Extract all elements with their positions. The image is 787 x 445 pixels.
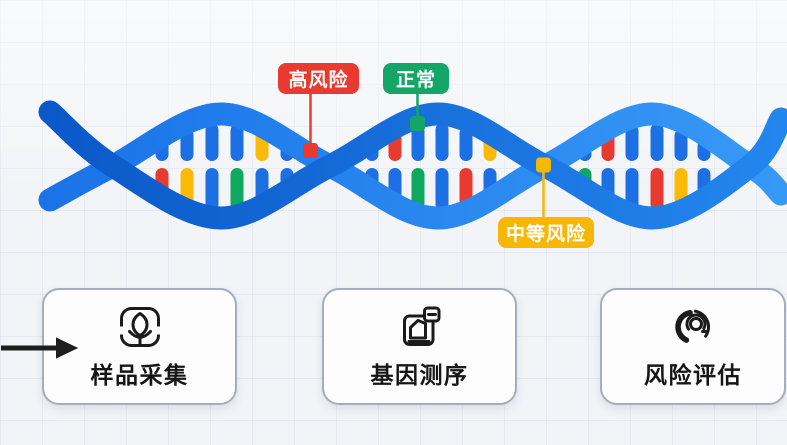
medium-risk-badge: 中等风险 [498,217,594,248]
specimen-scan-icon [117,307,162,347]
risk-assessment-gauge-icon [675,309,711,343]
flow-step-sample-collection: 样品采集 [42,288,237,405]
high-risk-badge: 高风险 [278,63,359,94]
flow-arrow [0,334,80,362]
flow-step-label: 风险评估 [644,362,742,388]
flow-step-label: 基因测序 [370,362,469,388]
sequencing-documents-icon [402,306,440,346]
flow-step-label: 样品采集 [90,362,189,388]
flow-step-risk-assessment: 风险评估 [600,288,786,405]
normal-badge: 正常 [383,63,449,94]
flow-step-gene-sequencing: 基因测序 [322,288,517,405]
